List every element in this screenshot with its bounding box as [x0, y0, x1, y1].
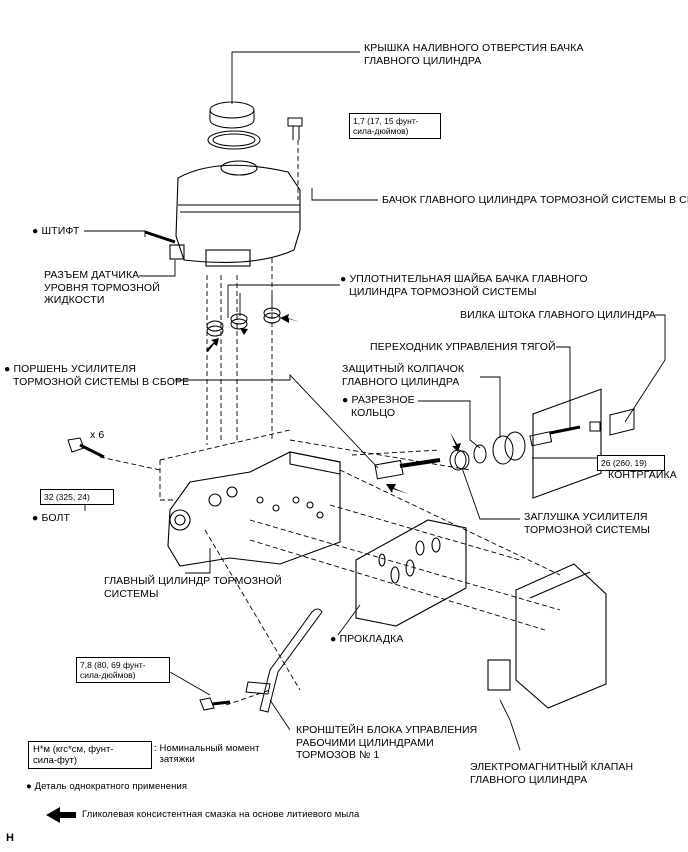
label-bolt: ● БОЛТ	[32, 512, 70, 524]
pin-shape	[144, 230, 176, 244]
label-plug: ЗАГЛУШКА УСИЛИТЕЛЯ ТОРМОЗНОЙ СИСТЕМЫ	[524, 511, 650, 536]
label-piston: ● ПОРШЕНЬ УСИЛИТЕЛЯ ТОРМОЗНОЙ СИСТЕМЫ В …	[4, 363, 190, 388]
label-pin: ● ШТИФТ	[32, 225, 80, 237]
label-locknut: КОНТРГАЙКА	[608, 469, 677, 481]
master-cylinder-body	[167, 451, 341, 567]
arrow-icon	[46, 807, 76, 823]
label-level-sensor: РАЗЪЕМ ДАТЧИКА УРОВНЯ ТОРМОЗНОЙ ЖИДКОСТИ	[44, 269, 160, 306]
label-bracket: КРОНШТЕЙН БЛОКА УПРАВЛЕНИЯ РАБОЧИМИ ЦИЛИ…	[296, 724, 478, 761]
label-snap-ring: ● РАЗРЕЗНОЕ КОЛЬЦО	[342, 394, 415, 419]
label-reservoir-assy: БАЧОК ГЛАВНОГО ЦИЛИНДРА ТОРМОЗНОЙ СИСТЕМ…	[382, 194, 688, 206]
label-grommet: ● УПЛОТНИТЕЛЬНАЯ ШАЙБА БАЧКА ГЛАВНОГО ЦИ…	[340, 273, 588, 298]
torque-box-locknut: 26 (260, 19)	[597, 455, 665, 471]
reservoir-body	[169, 160, 301, 267]
dashed-guide-lines	[99, 140, 561, 706]
bracket-shape	[245, 608, 323, 713]
label-operating-adapter: ПЕРЕХОДНИК УПРАВЛЕНИЯ ТЯГОЙ	[370, 341, 556, 353]
bracket-bolt-shape	[199, 697, 231, 711]
small-parts	[449, 408, 635, 471]
arrow-icon	[280, 314, 300, 323]
label-master-cylinder: ГЛАВНЫЙ ЦИЛИНДР ТОРМОЗНОЙ СИСТЕМЫ	[104, 575, 282, 600]
legend-unit-desc: : Номинальный момент затяжки	[154, 743, 260, 765]
label-push-rod-clevis: ВИЛКА ШТОКА ГЛАВНОГО ЦИЛИНДРА	[460, 309, 656, 321]
grommets	[206, 307, 281, 337]
torque-box-bracket-bolt: 7,8 (80, 69 фунт- сила-дюймов)	[76, 657, 170, 683]
leader-lines	[84, 51, 666, 751]
grease-arrows	[46, 314, 461, 823]
arrow-icon	[240, 328, 258, 338]
reservoir-screw	[287, 117, 303, 140]
torque-box-bolt: 32 (325, 24)	[40, 489, 114, 505]
label-boot: ЗАЩИТНЫЙ КОЛПАЧОК ГЛАВНОГО ЦИЛИНДРА	[342, 363, 465, 388]
arrow-icon	[206, 338, 219, 352]
legend-unit-box: Н*м (кгс*см, фунт- сила-фут)	[28, 741, 152, 769]
label-reservoir-cap: КРЫШКА НАЛИВНОГО ОТВЕРСТИЯ БАЧКА ГЛАВНОГ…	[364, 42, 584, 67]
legend-non-reusable: ● Деталь однократного применения	[26, 781, 188, 792]
torque-box-reservoir-screw: 1,7 (17, 15 фунт- сила-дюймов)	[349, 113, 441, 139]
gasket-shape	[355, 519, 467, 627]
piston-shape	[374, 458, 441, 480]
solenoid-shape	[487, 388, 607, 709]
corner-mark: H	[6, 832, 15, 844]
arrow-icon	[386, 484, 408, 494]
label-qty-bolts: x 6	[90, 429, 105, 441]
reservoir-cap	[207, 101, 261, 150]
arrow-icon	[450, 432, 461, 452]
label-solenoid: ЭЛЕКТРОМАГНИТНЫЙ КЛАПАН ГЛАВНОГО ЦИЛИНДР…	[470, 761, 634, 786]
legend-grease: Гликолевая консистентная смазка на основ…	[82, 809, 360, 820]
bolt-shape	[67, 437, 105, 459]
label-gasket: ● ПРОКЛАДКА	[330, 633, 404, 645]
